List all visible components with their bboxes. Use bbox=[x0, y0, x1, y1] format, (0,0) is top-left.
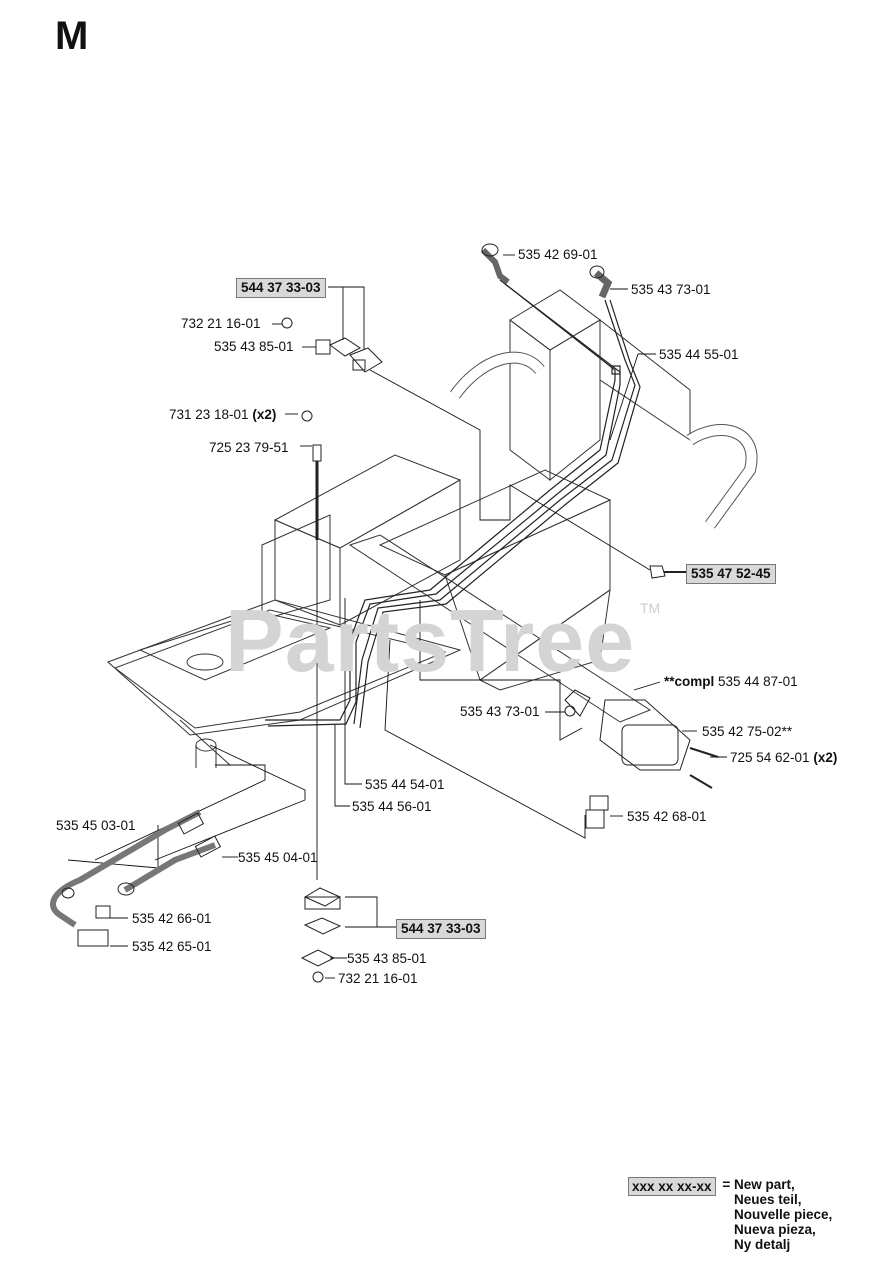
legend-lines: New part, Neues teil, Nouvelle piece, Nu… bbox=[734, 1177, 832, 1252]
part-label: 535 44 55-01 bbox=[659, 347, 739, 362]
part-label: 731 23 18-01 (x2) bbox=[169, 407, 277, 422]
part-label: 535 44 54-01 bbox=[365, 777, 445, 792]
part-label: 535 42 75-02** bbox=[702, 724, 793, 739]
part-label-new: 544 37 33-03 bbox=[236, 278, 326, 298]
part-label: 732 21 16-01 bbox=[338, 971, 418, 986]
part-label: 725 54 62-01 (x2) bbox=[730, 750, 838, 765]
part-label: 535 45 04-01 bbox=[238, 850, 318, 865]
watermark-tm: TM bbox=[640, 600, 661, 616]
new-part-legend: xxx xx xx-xx = New part, Neues teil, Nou… bbox=[628, 1177, 832, 1252]
part-label: 535 42 66-01 bbox=[132, 911, 212, 926]
legend-line: New part, bbox=[734, 1177, 795, 1192]
part-label: 725 23 79-51 bbox=[209, 440, 289, 455]
part-label: 535 43 73-01 bbox=[631, 282, 711, 297]
legend-line: Nouvelle piece, bbox=[734, 1207, 833, 1222]
part-label: 535 42 65-01 bbox=[132, 939, 212, 954]
hydraulic-pipes bbox=[265, 279, 641, 729]
section-letter: M bbox=[55, 14, 89, 58]
chassis-frame bbox=[107, 289, 758, 768]
fittings bbox=[50, 243, 719, 983]
legend-line: Nueva pieza, bbox=[734, 1222, 816, 1237]
watermark-text: PartsTree bbox=[225, 591, 636, 690]
legend-key: xxx xx xx-xx bbox=[628, 1177, 716, 1196]
legend-line: Neues teil, bbox=[734, 1192, 802, 1207]
part-label: 535 42 69-01 bbox=[518, 247, 598, 262]
part-label: **compl 535 44 87-01 bbox=[664, 674, 798, 689]
part-label: 535 43 85-01 bbox=[214, 339, 294, 354]
part-label-new: 535 47 52-45 bbox=[686, 564, 776, 584]
part-label-new: 544 37 33-03 bbox=[396, 919, 486, 939]
part-label: 732 21 16-01 bbox=[181, 316, 261, 331]
legend-equals: = bbox=[722, 1177, 731, 1192]
part-label: 535 42 68-01 bbox=[627, 809, 707, 824]
part-label: 535 45 03-01 bbox=[56, 818, 136, 833]
part-label: 535 44 56-01 bbox=[352, 799, 432, 814]
part-label: 535 43 73-01 bbox=[460, 704, 540, 719]
part-label: 535 43 85-01 bbox=[347, 951, 427, 966]
legend-line: Ny detalj bbox=[734, 1237, 791, 1252]
